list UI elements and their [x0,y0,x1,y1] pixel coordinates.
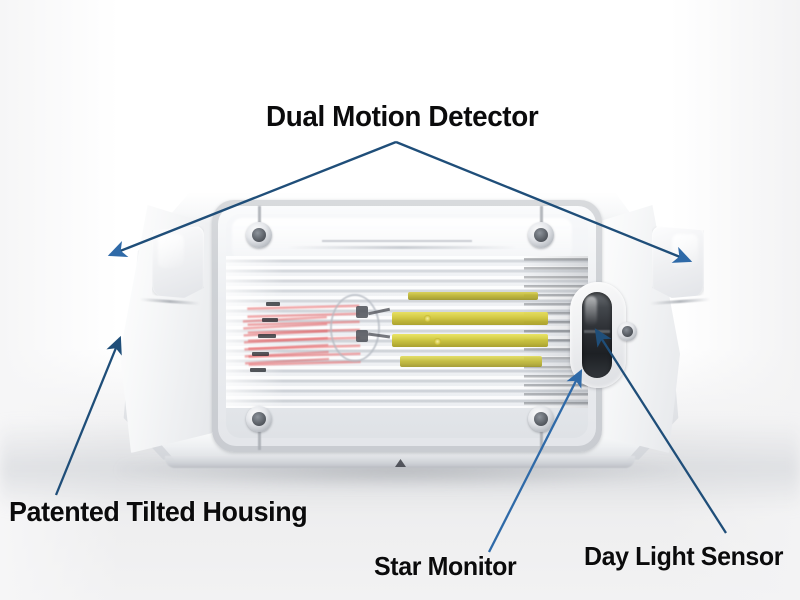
label-dash-mark [250,368,266,372]
diffuser-highlight [232,218,572,260]
sensor-window-divider [584,330,610,333]
label-day-light-sensor: Day Light Sensor [584,541,784,571]
fixture-bottom-notch [395,459,406,467]
screw-stem [540,430,543,450]
led-emitter [434,338,441,345]
corner-screw [528,406,554,432]
led-strip [392,312,548,325]
diffuser-seam-line [322,240,472,242]
led-connector [356,330,368,342]
corner-screw [528,222,554,248]
corner-screw [246,406,272,432]
label-dash-mark [252,352,269,356]
led-connector [356,306,368,318]
screw-stem [258,430,261,450]
motion-detector-lens-right-highlight [672,234,698,268]
diffuser-seam-line-2 [286,246,516,249]
led-reflector-loop [330,294,380,362]
printed-label-red-2 [242,315,330,367]
led-strip [392,334,548,347]
sensor-mount-screw [618,322,637,341]
label-patented-tilted-housing: Patented Tilted Housing [9,496,308,527]
motion-detector-lens-left-highlight [158,234,184,268]
label-dual-motion-detector: Dual Motion Detector [266,101,539,133]
led-emitter [424,315,431,322]
led-strip [408,292,538,300]
label-star-monitor: Star Monitor [374,551,517,581]
label-dash-mark [262,318,278,322]
corner-screw [246,222,272,248]
label-dash-mark [258,334,276,338]
label-dash-mark [266,302,280,306]
sensor-window-highlight [585,296,597,326]
led-strip [400,356,542,367]
